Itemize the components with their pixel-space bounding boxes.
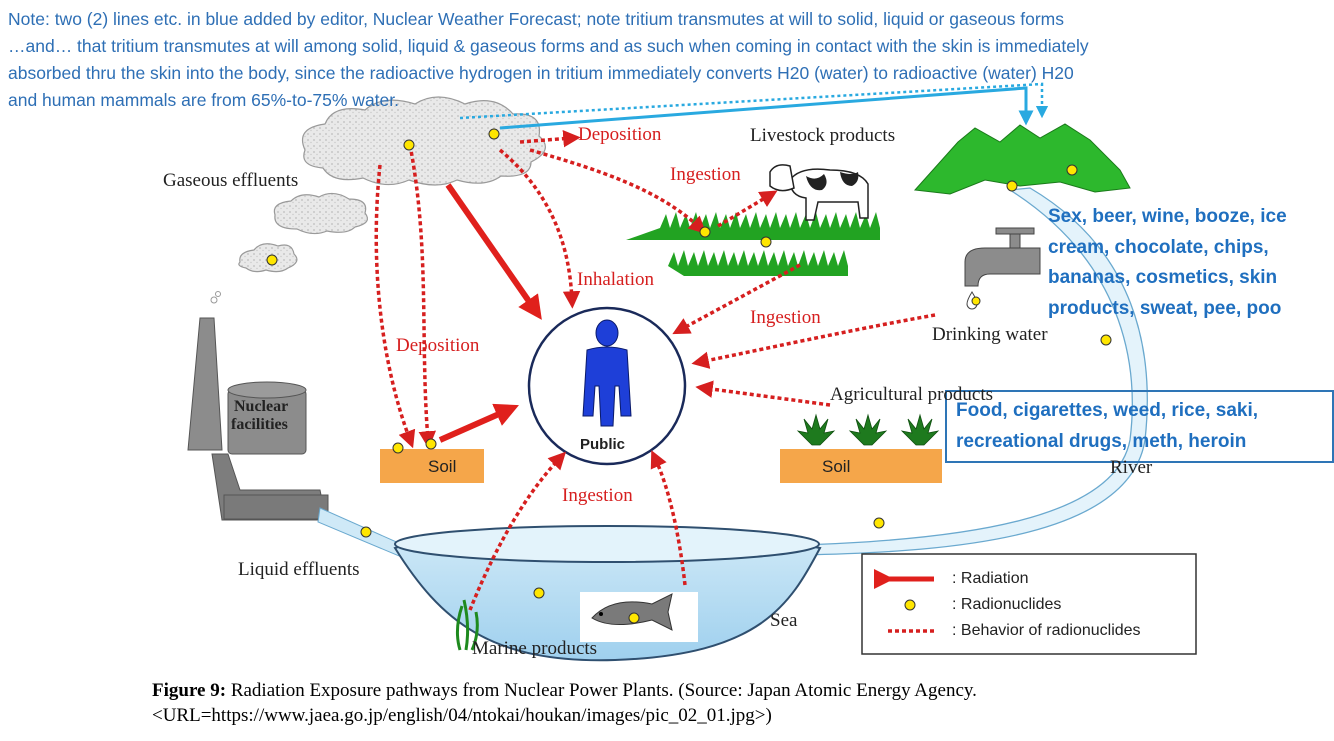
person-icon: [582, 319, 632, 427]
food-items-list: Food, cigarettes, weed, rice, saki, recr…: [956, 396, 1258, 457]
label-ingestion-water: Ingestion: [750, 307, 821, 328]
editor-note-line: and human mammals are from 65%-to-75% wa…: [8, 90, 399, 110]
editor-note-line: absorbed thru the skin into the body, si…: [8, 63, 1074, 83]
label-livestock-products: Livestock products: [750, 125, 896, 146]
nuclear-facility: [187, 317, 329, 521]
caption-figure-label: Figure 9:: [152, 680, 227, 701]
cloud-large: [301, 96, 546, 186]
editor-lines: [459, 82, 1049, 130]
soil-left-block: [380, 449, 484, 483]
legend-radiation: : Radiation: [952, 570, 1029, 587]
label-soil-right: Soil: [822, 457, 851, 476]
public-circle: [527, 306, 687, 466]
drinking-item-line: Sex, beer, wine, booze, ice: [1048, 206, 1287, 227]
legend-behavior: : Behavior of radionuclides: [952, 622, 1141, 639]
grass-icon: [626, 212, 880, 276]
label-marine-products: Marine products: [472, 638, 598, 659]
legend-radionuclides: : Radionuclides: [952, 596, 1062, 613]
label-ingestion-marine: Ingestion: [562, 485, 633, 506]
caption-text: Radiation Exposure pathways from Nuclear…: [226, 680, 977, 701]
label-deposition-top: Deposition: [578, 124, 662, 145]
label-river: River: [1110, 457, 1153, 478]
label-sea: Sea: [770, 610, 798, 631]
radiation-arrows: [438, 183, 542, 443]
mountain: [913, 123, 1131, 195]
caption-url: <URL=https://www.jaea.go.jp/english/04/n…: [152, 705, 772, 726]
legend-box: [861, 553, 1197, 655]
food-item-line: recreational drugs, meth, heroin: [956, 430, 1247, 452]
label-inhalation: Inhalation: [577, 269, 655, 290]
cow-icon: [769, 164, 869, 221]
seaweed: [455, 599, 479, 651]
radionuclide-dots: [266, 128, 1112, 624]
label-gaseous-effluents: Gaseous effluents: [163, 170, 299, 191]
drinking-items-list: Sex, beer, wine, booze, ice cream, choco…: [1048, 202, 1287, 324]
label-drinking-water: Drinking water: [932, 324, 1048, 345]
label-agricultural-products: Agricultural products: [830, 384, 994, 405]
drinking-item-line: products, sweat, pee, poo: [1048, 297, 1282, 319]
label-ingestion-livestock: Ingestion: [670, 164, 741, 185]
cloud-medium: [273, 192, 368, 235]
food-item-line: Food, cigarettes, weed, rice, saki,: [956, 400, 1259, 421]
label-public: Public: [580, 436, 626, 453]
editor-note-line: Note: two (2) lines etc. in blue added b…: [8, 9, 1064, 29]
crops-icon: [796, 413, 940, 446]
drinking-item-line: bananas, cosmetics, skin: [1048, 267, 1278, 288]
figure-caption: Figure 9: Radiation Exposure pathways fr…: [152, 678, 977, 728]
label-soil-left: Soil: [428, 457, 457, 476]
behavior-arrows: [374, 129, 936, 611]
label-liquid-effluents: Liquid effluents: [238, 559, 360, 580]
food-box: [945, 390, 1334, 463]
drinking-item-line: cream, chocolate, chips,: [1048, 236, 1269, 258]
editor-note: Note: two (2) lines etc. in blue added b…: [8, 6, 1308, 114]
label-nuclear: Nuclear: [234, 398, 289, 415]
soil-right-block: [780, 449, 942, 483]
label-deposition-left: Deposition: [396, 335, 480, 356]
label-facilities: facilities: [231, 416, 288, 433]
editor-note-line: …and… that tritium transmutes at will am…: [8, 36, 1089, 56]
